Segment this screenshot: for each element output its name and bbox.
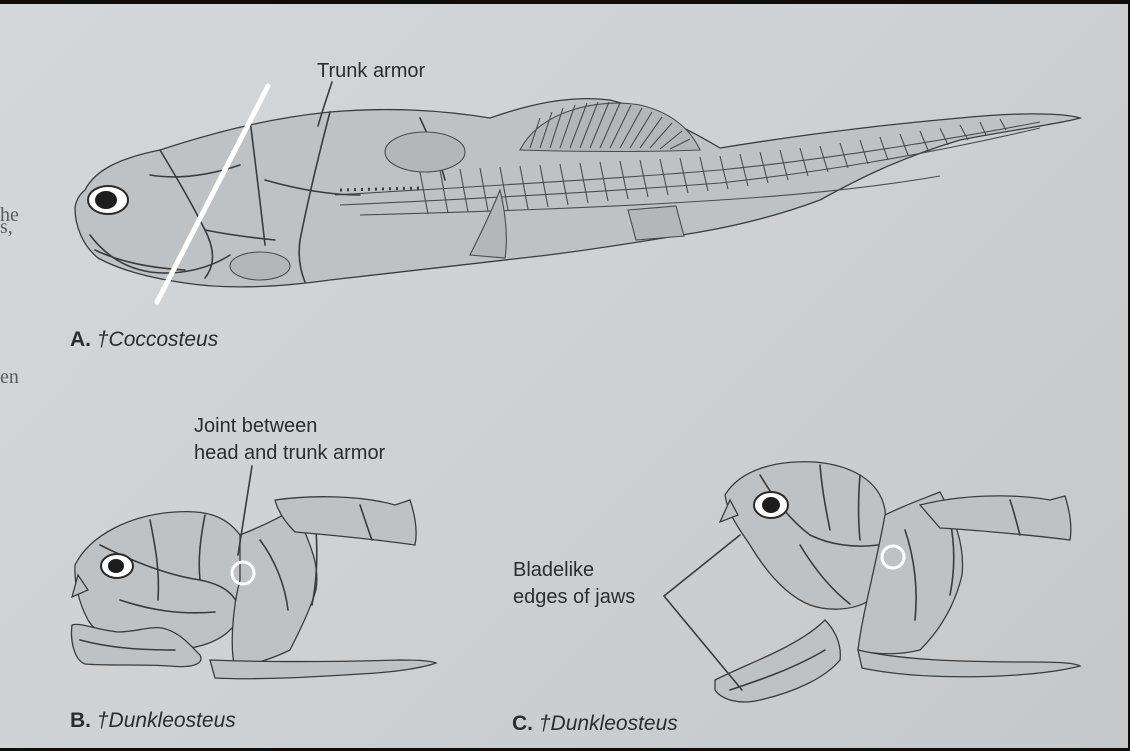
caption-a-name: †Coccosteus [97, 328, 218, 351]
margin-text-3: en [0, 366, 19, 389]
dunkleosteus-b-drawing [72, 497, 436, 679]
bladelike-leader-lower [664, 596, 742, 690]
bladelike-label-line1: Bladelike [513, 557, 594, 584]
caption-c-name: †Dunkleosteus [539, 712, 678, 735]
margin-text-2: s, [0, 216, 13, 239]
caption-b-name: †Dunkleosteus [97, 709, 236, 732]
figure-drawings [0, 4, 1128, 748]
trunk-armor-label: Trunk armor [317, 58, 425, 85]
caption-c: C. †Dunkleosteus [512, 712, 678, 736]
textbook-page: Trunk armor Joint between head and trunk… [0, 4, 1128, 748]
bladelike-label-line2: edges of jaws [513, 584, 635, 611]
caption-b-letter: B. [70, 709, 91, 732]
bladelike-leader-upper [664, 535, 740, 596]
caption-a: A. †Coccosteus [70, 328, 218, 352]
caption-b: B. †Dunkleosteus [70, 709, 236, 733]
joint-label-line2: head and trunk armor [194, 440, 385, 467]
dunkleosteus-c-drawing [715, 462, 1080, 702]
joint-label-line1: Joint between [194, 413, 317, 440]
coccosteus-drawing [75, 99, 1080, 287]
caption-a-letter: A. [70, 328, 91, 351]
caption-c-letter: C. [512, 712, 533, 735]
